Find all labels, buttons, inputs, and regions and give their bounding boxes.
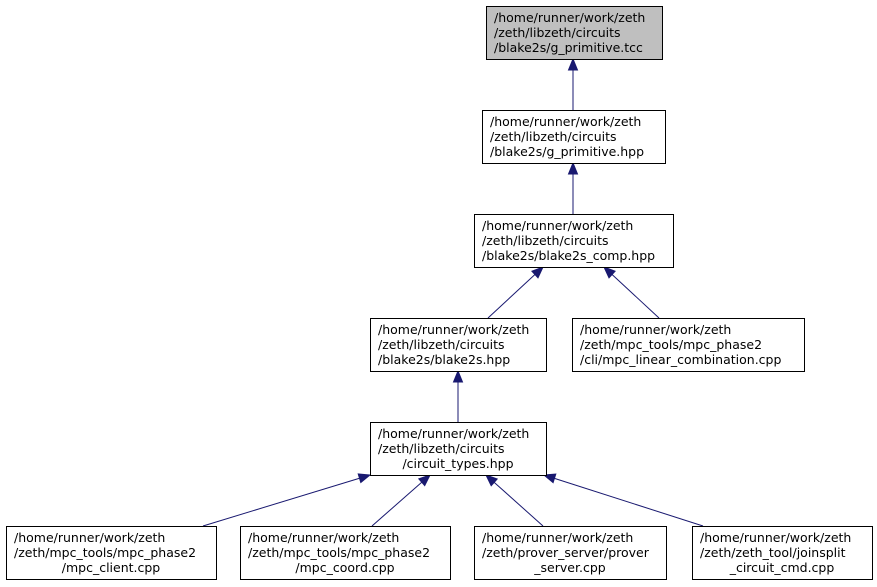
node-label-line: /home/runner/work/zeth bbox=[482, 530, 633, 545]
node-label-line: _circuit_cmd.cpp bbox=[729, 560, 835, 575]
node-label-line: /zeth/prover_server/prover bbox=[482, 545, 650, 560]
node-label-line: /home/runner/work/zeth bbox=[490, 114, 641, 129]
node-g-primitive-tcc: /home/runner/work/zeth/zeth/libzeth/circ… bbox=[486, 6, 663, 60]
node-label-line: _server.cpp bbox=[533, 560, 605, 575]
node-label-line: /zeth/zeth_tool/joinsplit bbox=[700, 545, 846, 560]
nodes-layer: /home/runner/work/zeth/zeth/libzeth/circ… bbox=[6, 6, 873, 580]
node-box bbox=[370, 422, 547, 476]
node-box bbox=[572, 318, 805, 372]
arrowhead-icon bbox=[603, 266, 616, 279]
node-box bbox=[474, 214, 674, 268]
edge-line bbox=[202, 477, 360, 527]
edge-joinsplit_circuit_cmd-to-circuit_types_hpp bbox=[542, 473, 704, 527]
node-label-line: /home/runner/work/zeth bbox=[580, 322, 731, 337]
arrowhead-icon bbox=[567, 161, 579, 175]
node-label-line: /home/runner/work/zeth bbox=[14, 530, 165, 545]
node-label-line: /zeth/libzeth/circuits bbox=[490, 129, 617, 144]
node-blake2s-comp-hpp[interactable]: /home/runner/work/zeth/zeth/libzeth/circ… bbox=[474, 214, 674, 268]
arrowhead-icon bbox=[417, 474, 431, 487]
node-label-line: /home/runner/work/zeth bbox=[378, 322, 529, 337]
arrowhead-icon bbox=[452, 369, 464, 383]
node-joinsplit-circuit-cmd[interactable]: /home/runner/work/zeth/zeth/zeth_tool/jo… bbox=[692, 526, 873, 580]
node-box bbox=[482, 110, 666, 164]
node-label-line: /mpc_coord.cpp bbox=[295, 560, 394, 575]
node-label-line: /zeth/libzeth/circuits bbox=[482, 233, 609, 248]
node-label-line: /home/runner/work/zeth bbox=[482, 218, 633, 233]
node-blake2s-hpp[interactable]: /home/runner/work/zeth/zeth/libzeth/circ… bbox=[370, 318, 547, 372]
node-label-line: /home/runner/work/zeth bbox=[494, 10, 645, 25]
node-label-line: /zeth/mpc_tools/mpc_phase2 bbox=[580, 337, 762, 352]
node-label-line: /mpc_client.cpp bbox=[62, 560, 161, 575]
arrowhead-icon bbox=[485, 474, 499, 487]
edge-circuit_types_hpp-to-blake2s_hpp bbox=[452, 369, 464, 422]
node-label-line: /home/runner/work/zeth bbox=[378, 426, 529, 441]
node-box bbox=[370, 318, 547, 372]
edge-mpc_client-to-circuit_types_hpp bbox=[202, 473, 372, 527]
node-mpc-coord[interactable]: /home/runner/work/zeth/zeth/mpc_tools/mp… bbox=[240, 526, 451, 580]
node-label-line: /cli/mpc_linear_combination.cpp bbox=[580, 352, 781, 367]
node-label-line: /zeth/libzeth/circuits bbox=[494, 25, 621, 40]
edge-g_primitive_hpp-to-g_primitive_tcc bbox=[567, 57, 579, 110]
edge-line bbox=[493, 481, 544, 527]
edge-line bbox=[611, 274, 660, 319]
node-box bbox=[692, 526, 873, 580]
node-box bbox=[240, 526, 451, 580]
node-prover-server[interactable]: /home/runner/work/zeth/zeth/prover_serve… bbox=[474, 526, 667, 580]
node-label-line: /blake2s/blake2s.hpp bbox=[378, 352, 510, 367]
edge-mpc_linear_combination-to-blake2s_comp_hpp bbox=[603, 266, 660, 319]
node-label-line: /blake2s/g_primitive.hpp bbox=[490, 144, 644, 159]
node-label-line: /zeth/libzeth/circuits bbox=[378, 441, 505, 456]
node-label-line: /zeth/mpc_tools/mpc_phase2 bbox=[248, 545, 430, 560]
node-label-line: /blake2s/g_primitive.tcc bbox=[494, 40, 643, 55]
node-label-line: /home/runner/work/zeth bbox=[700, 530, 851, 545]
node-label-line: /circuit_types.hpp bbox=[402, 456, 513, 471]
edge-line bbox=[371, 481, 423, 527]
edge-line bbox=[487, 274, 536, 319]
node-box bbox=[474, 526, 667, 580]
node-label-line: /blake2s/blake2s_comp.hpp bbox=[482, 248, 655, 263]
node-g-primitive-hpp[interactable]: /home/runner/work/zeth/zeth/libzeth/circ… bbox=[482, 110, 666, 164]
arrowhead-icon bbox=[567, 57, 579, 71]
edge-blake2s_hpp-to-blake2s_comp_hpp bbox=[487, 266, 544, 319]
edge-prover_server-to-circuit_types_hpp bbox=[485, 474, 544, 527]
node-mpc-client[interactable]: /home/runner/work/zeth/zeth/mpc_tools/mp… bbox=[6, 526, 217, 580]
node-box bbox=[486, 6, 663, 60]
arrowhead-icon bbox=[542, 473, 557, 484]
edge-mpc_coord-to-circuit_types_hpp bbox=[371, 474, 431, 527]
arrowhead-icon bbox=[357, 473, 372, 484]
edge-line bbox=[554, 477, 704, 527]
node-label-line: /zeth/libzeth/circuits bbox=[378, 337, 505, 352]
node-label-line: /home/runner/work/zeth bbox=[248, 530, 399, 545]
arrowhead-icon bbox=[531, 266, 544, 279]
edges-layer bbox=[202, 57, 704, 527]
node-mpc-linear-combination[interactable]: /home/runner/work/zeth/zeth/mpc_tools/mp… bbox=[572, 318, 805, 372]
edge-blake2s_comp_hpp-to-g_primitive_hpp bbox=[567, 161, 579, 214]
node-box bbox=[6, 526, 217, 580]
node-circuit-types-hpp[interactable]: /home/runner/work/zeth/zeth/libzeth/circ… bbox=[370, 422, 547, 476]
node-label-line: /zeth/mpc_tools/mpc_phase2 bbox=[14, 545, 196, 560]
